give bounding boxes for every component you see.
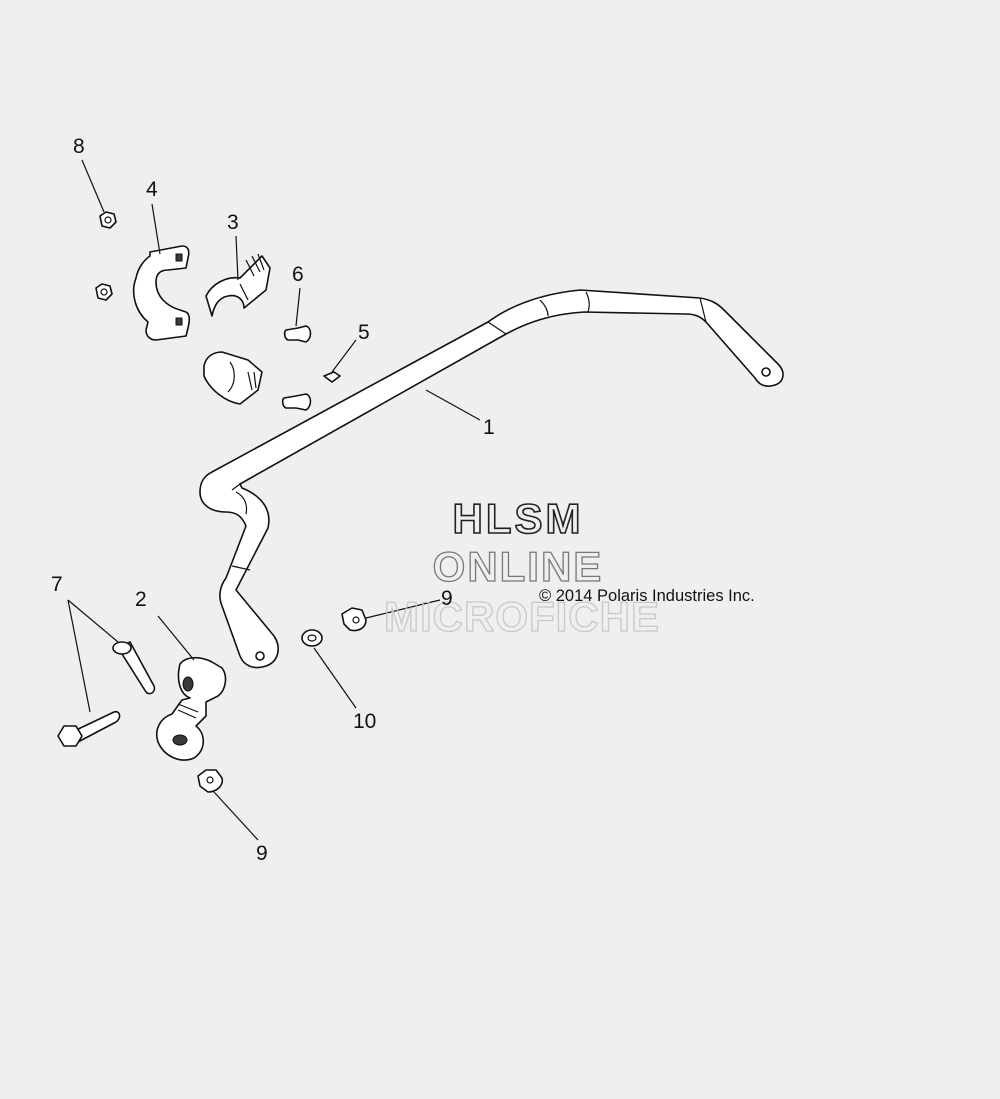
bushing-lower (203, 351, 263, 405)
callout-5: 5 (358, 321, 370, 344)
callout-7: 7 (51, 573, 63, 596)
callout-2: 2 (135, 588, 147, 611)
bolt-upper (112, 641, 156, 695)
nut-lower (95, 283, 113, 301)
stabilizer-bar (199, 289, 784, 669)
watermark-line2: ONLINE (433, 543, 604, 590)
watermark: HLSM ONLINE MICROFICHE (383, 494, 660, 640)
bolt-lower (57, 710, 121, 747)
callout-10: 10 (353, 710, 376, 733)
watermark-line3: MICROFICHE (384, 593, 660, 640)
callout-9-lower: 9 (256, 842, 268, 865)
callout-8: 8 (73, 135, 85, 158)
leader-lines (67, 159, 481, 841)
bushing-upper (205, 253, 271, 317)
washer (301, 629, 323, 647)
callout-6: 6 (292, 263, 304, 286)
flange-nut-lower (197, 769, 224, 793)
callout-9-right: 9 (441, 587, 453, 610)
callout-labels: 1 2 3 4 5 6 7 8 9 9 10 (51, 135, 495, 865)
copyright-notice: © 2014 Polaris Industries Inc. (539, 587, 755, 605)
callout-4: 4 (146, 178, 158, 201)
callout-3: 3 (227, 211, 239, 234)
flange-nut-right (341, 607, 367, 632)
pin-lower (281, 393, 312, 411)
watermark-line1: HLSM (453, 495, 584, 542)
clip (323, 371, 341, 383)
stabilizer-link (156, 656, 227, 761)
bushing-bracket (132, 245, 191, 341)
nut-upper (99, 211, 117, 229)
pin-upper (283, 325, 312, 343)
callout-1: 1 (483, 416, 495, 439)
